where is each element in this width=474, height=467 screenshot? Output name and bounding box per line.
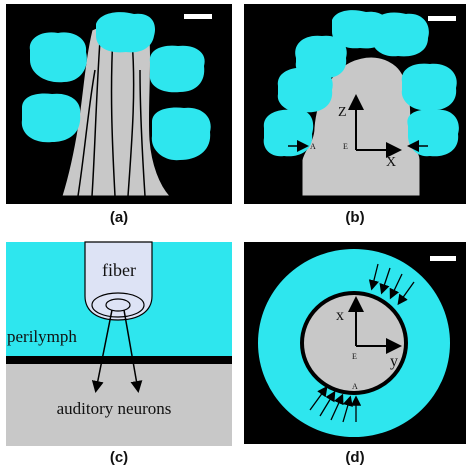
optical-fiber	[84, 241, 153, 321]
axis-label-z: Z	[338, 105, 347, 120]
force-arrow	[342, 395, 353, 423]
neurons-label: auditory neurons	[57, 399, 172, 418]
panel-b	[244, 4, 466, 204]
membrane-line	[6, 356, 232, 364]
cell-b4	[277, 67, 333, 113]
caption-d: (d)	[345, 449, 364, 466]
force-arrow	[309, 385, 328, 411]
force-arrow	[368, 263, 379, 291]
perilymph-label: perilymph	[7, 327, 77, 346]
force-arrow	[330, 393, 344, 421]
axis-label-x: x	[336, 307, 344, 324]
cell-a5	[151, 107, 211, 161]
panel-d	[244, 242, 466, 444]
cell-b7	[407, 109, 459, 157]
fiber-core-inner	[105, 298, 131, 312]
axis-label-x: X	[386, 155, 396, 170]
caption-c: (c)	[110, 449, 128, 466]
origin-label: E	[343, 142, 348, 151]
caption-b: (b)	[345, 209, 364, 226]
light-arrow-right	[123, 309, 143, 393]
force-arrow	[379, 267, 391, 295]
panel-a	[6, 4, 232, 204]
point-label: A	[352, 382, 358, 391]
caption-a: (a)	[110, 209, 128, 226]
force-arrow	[319, 390, 336, 417]
force-arrow	[397, 281, 415, 306]
scale-bar	[428, 16, 456, 21]
point-label: A	[310, 142, 316, 151]
force-arrow	[389, 273, 403, 300]
scale-bar	[184, 14, 212, 19]
light-arrow-left	[91, 309, 113, 393]
cell-b5	[401, 63, 457, 111]
cell-a1	[29, 32, 87, 83]
cell-a2	[96, 12, 156, 53]
inner-gray-disk	[300, 291, 408, 395]
cell-a4	[21, 93, 81, 143]
origin-label: E	[352, 352, 357, 361]
cell-b6	[263, 109, 314, 157]
neuron-region	[6, 364, 232, 446]
fiber-core-outer	[91, 292, 145, 318]
cell-b3	[371, 12, 429, 57]
cell-b1	[295, 35, 347, 79]
fiber-label: fiber	[102, 260, 136, 280]
scale-bar	[430, 256, 456, 261]
axis-label-y: y	[390, 353, 398, 370]
cell-a3	[149, 45, 205, 93]
panel-c	[6, 241, 232, 446]
